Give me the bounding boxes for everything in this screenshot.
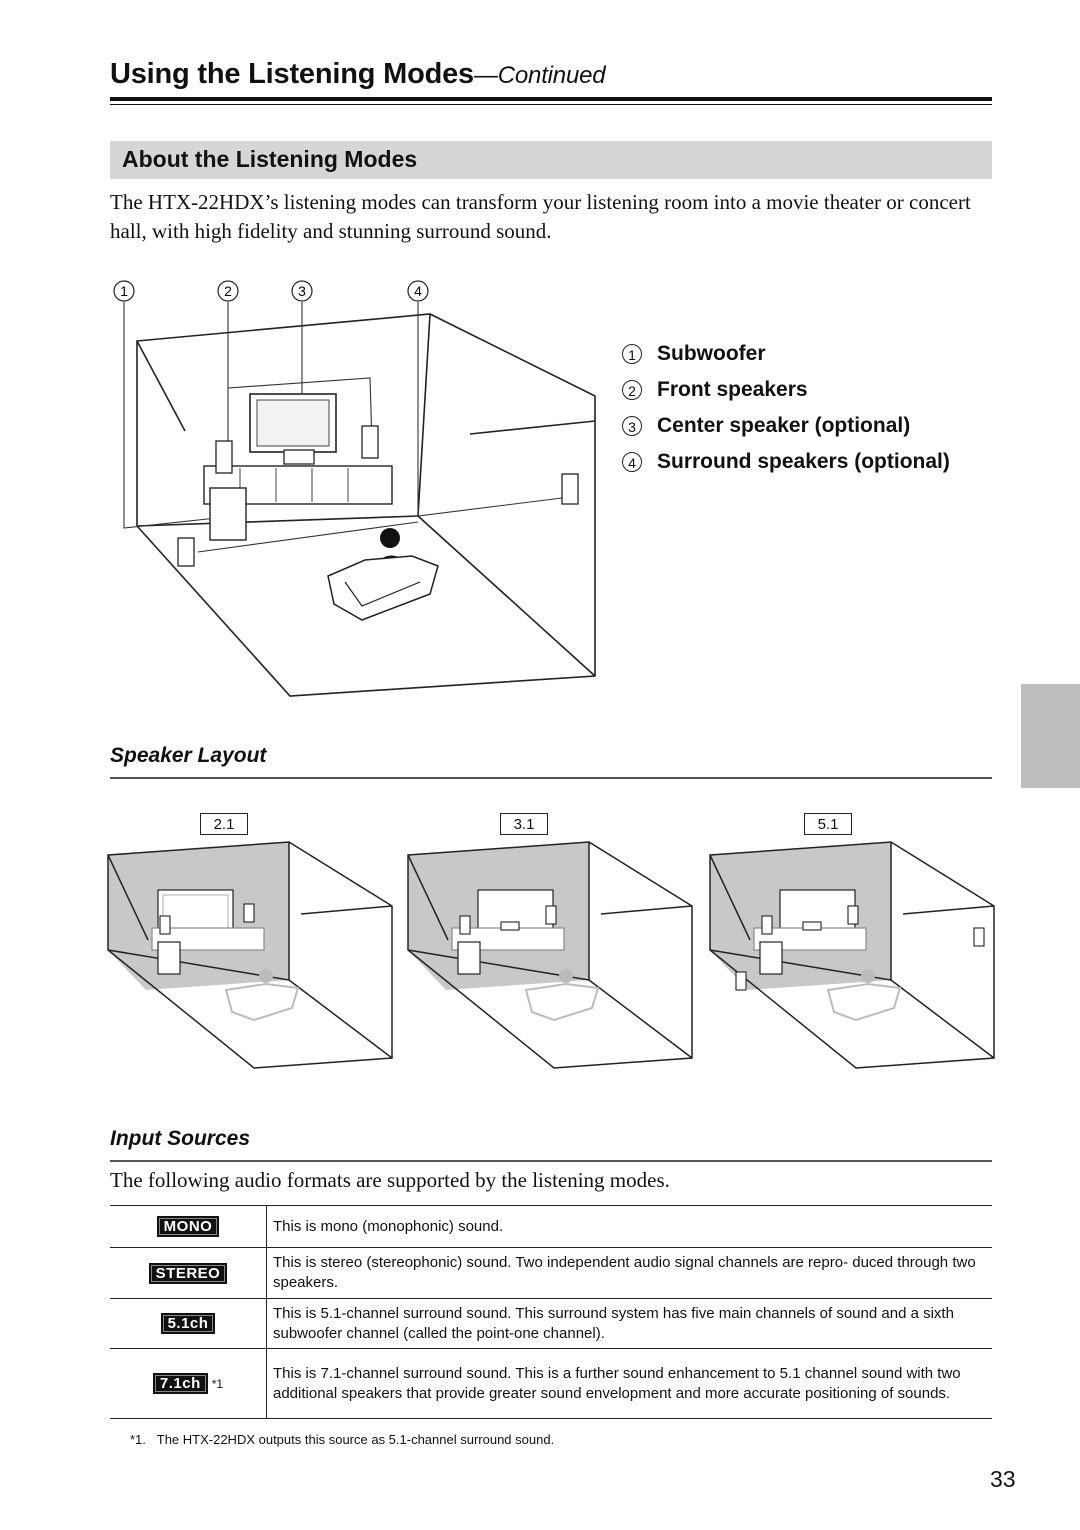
input-sources-heading: Input Sources [110,1127,251,1150]
svg-text:1: 1 [120,283,128,299]
footnote-ref: *1 [211,1377,224,1392]
title-rule [110,97,992,101]
footnote-text: The HTX-22HDX outputs this source as 5.1… [156,1432,555,1447]
page-number: 33 [990,1466,1016,1492]
input-sources-rule [110,1160,992,1162]
footnote: *1. The HTX-22HDX outputs this source as… [130,1432,554,1447]
format-badge-mono: MONO [156,1216,220,1237]
title-rule-thin [110,104,992,105]
legend-item-center: 3 Center speaker (optional) [622,408,950,444]
formats-table: MONO This is mono (monophonic) sound. ST… [110,1205,992,1419]
legend-number: 2 [622,380,642,400]
svg-text:4: 4 [414,283,422,299]
legend-number: 1 [622,344,642,364]
page-title-text: Using the Listening Modes [110,58,474,90]
format-badge-cell: MONO [110,1205,267,1248]
legend-label: Front speakers [657,378,808,401]
legend-label: Center speaker (optional) [657,414,911,437]
format-badge-stereo: STEREO [148,1262,228,1284]
layout-label-2-1: 2.1 [200,813,248,835]
format-badge-cell: 7.1ch*1 [110,1348,267,1419]
speaker-layout-heading: Speaker Layout [110,744,267,767]
legend-number: 3 [622,416,642,436]
layout-diagram-2-1 [107,841,393,1069]
legend-label: Subwoofer [657,342,766,365]
table-row: 7.1ch*1 This is 7.1-channel surround sou… [110,1348,992,1419]
svg-text:3: 3 [298,283,306,299]
svg-text:2: 2 [224,283,232,299]
layout-label-5-1: 5.1 [804,813,852,835]
table-row: MONO This is mono (monophonic) sound. [110,1205,992,1248]
page-title: Using the Listening Modes—Continued [110,58,606,91]
legend-item-surround: 4 Surround speakers (optional) [622,444,950,480]
format-description: This is mono (monophonic) sound. [266,1205,992,1248]
page-title-continued: —Continued [473,62,606,89]
format-badge-cell: 5.1ch [110,1298,267,1349]
layout-diagram-3-1 [407,841,693,1069]
table-row: 5.1ch This is 5.1-channel surround sound… [110,1298,992,1349]
section-bar [110,141,992,179]
speaker-legend: 1 Subwoofer 2 Front speakers 3 Center sp… [622,336,950,480]
format-description: This is 7.1-channel surround sound. This… [266,1348,992,1419]
room-illustration: 1 2 3 4 [113,280,596,697]
callout-1: 1 [113,280,135,302]
legend-item-front: 2 Front speakers [622,372,950,408]
format-description: This is 5.1-channel surround sound. This… [266,1298,992,1349]
legend-number: 4 [622,452,642,472]
section-title: About the Listening Modes [122,146,418,172]
input-sources-intro: The following audio formats are supporte… [110,1168,670,1192]
footnote-marker: *1. [130,1432,146,1447]
legend-item-subwoofer: 1 Subwoofer [622,336,950,372]
table-row: STEREO This is stereo (stereophonic) sou… [110,1247,992,1299]
format-badge-5-1ch: 5.1ch [160,1313,216,1334]
speaker-layout-rule [110,777,992,779]
format-description: This is stereo (stereophonic) sound. Two… [266,1247,992,1299]
layout-label-3-1: 3.1 [500,813,548,835]
chapter-tab [1021,684,1080,788]
format-badge-7-1ch: 7.1ch [152,1373,208,1394]
format-badge-cell: STEREO [110,1247,267,1299]
layout-diagram-5-1 [709,841,995,1069]
callout-2: 2 [217,280,239,302]
section-intro: The HTX-22HDX’s listening modes can tran… [110,190,971,243]
callout-3: 3 [291,280,313,302]
legend-label: Surround speakers (optional) [657,450,950,473]
callout-4: 4 [407,280,429,302]
